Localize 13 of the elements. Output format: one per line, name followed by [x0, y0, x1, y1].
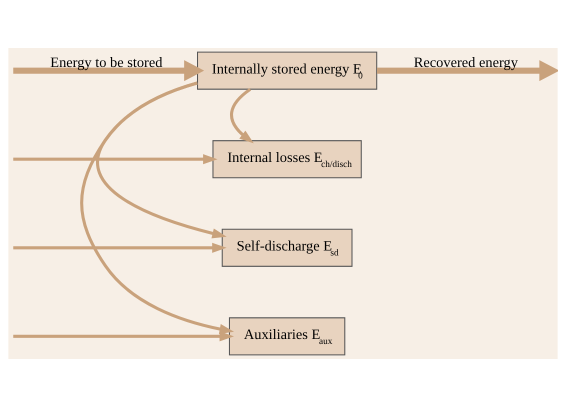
arrow: [80, 80, 234, 341]
arrow: [230, 87, 254, 143]
arrow: [13, 154, 218, 164]
node-box: Internally stored energy E$_{0}$: [197, 51, 378, 90]
edge-label: Recovered energy: [414, 54, 518, 70]
edge-label: Energy to be stored: [50, 54, 162, 70]
arrow: [377, 60, 558, 81]
node-box: Self-discharge E$_{sd}$: [222, 228, 352, 266]
arrow: [13, 242, 227, 252]
arrow: [13, 60, 204, 81]
arrow: [13, 324, 234, 341]
node-box: Internal losses E$_{ch/disch}$: [212, 140, 362, 178]
node-box: Auxiliaries E$_{aux}$: [228, 316, 346, 355]
